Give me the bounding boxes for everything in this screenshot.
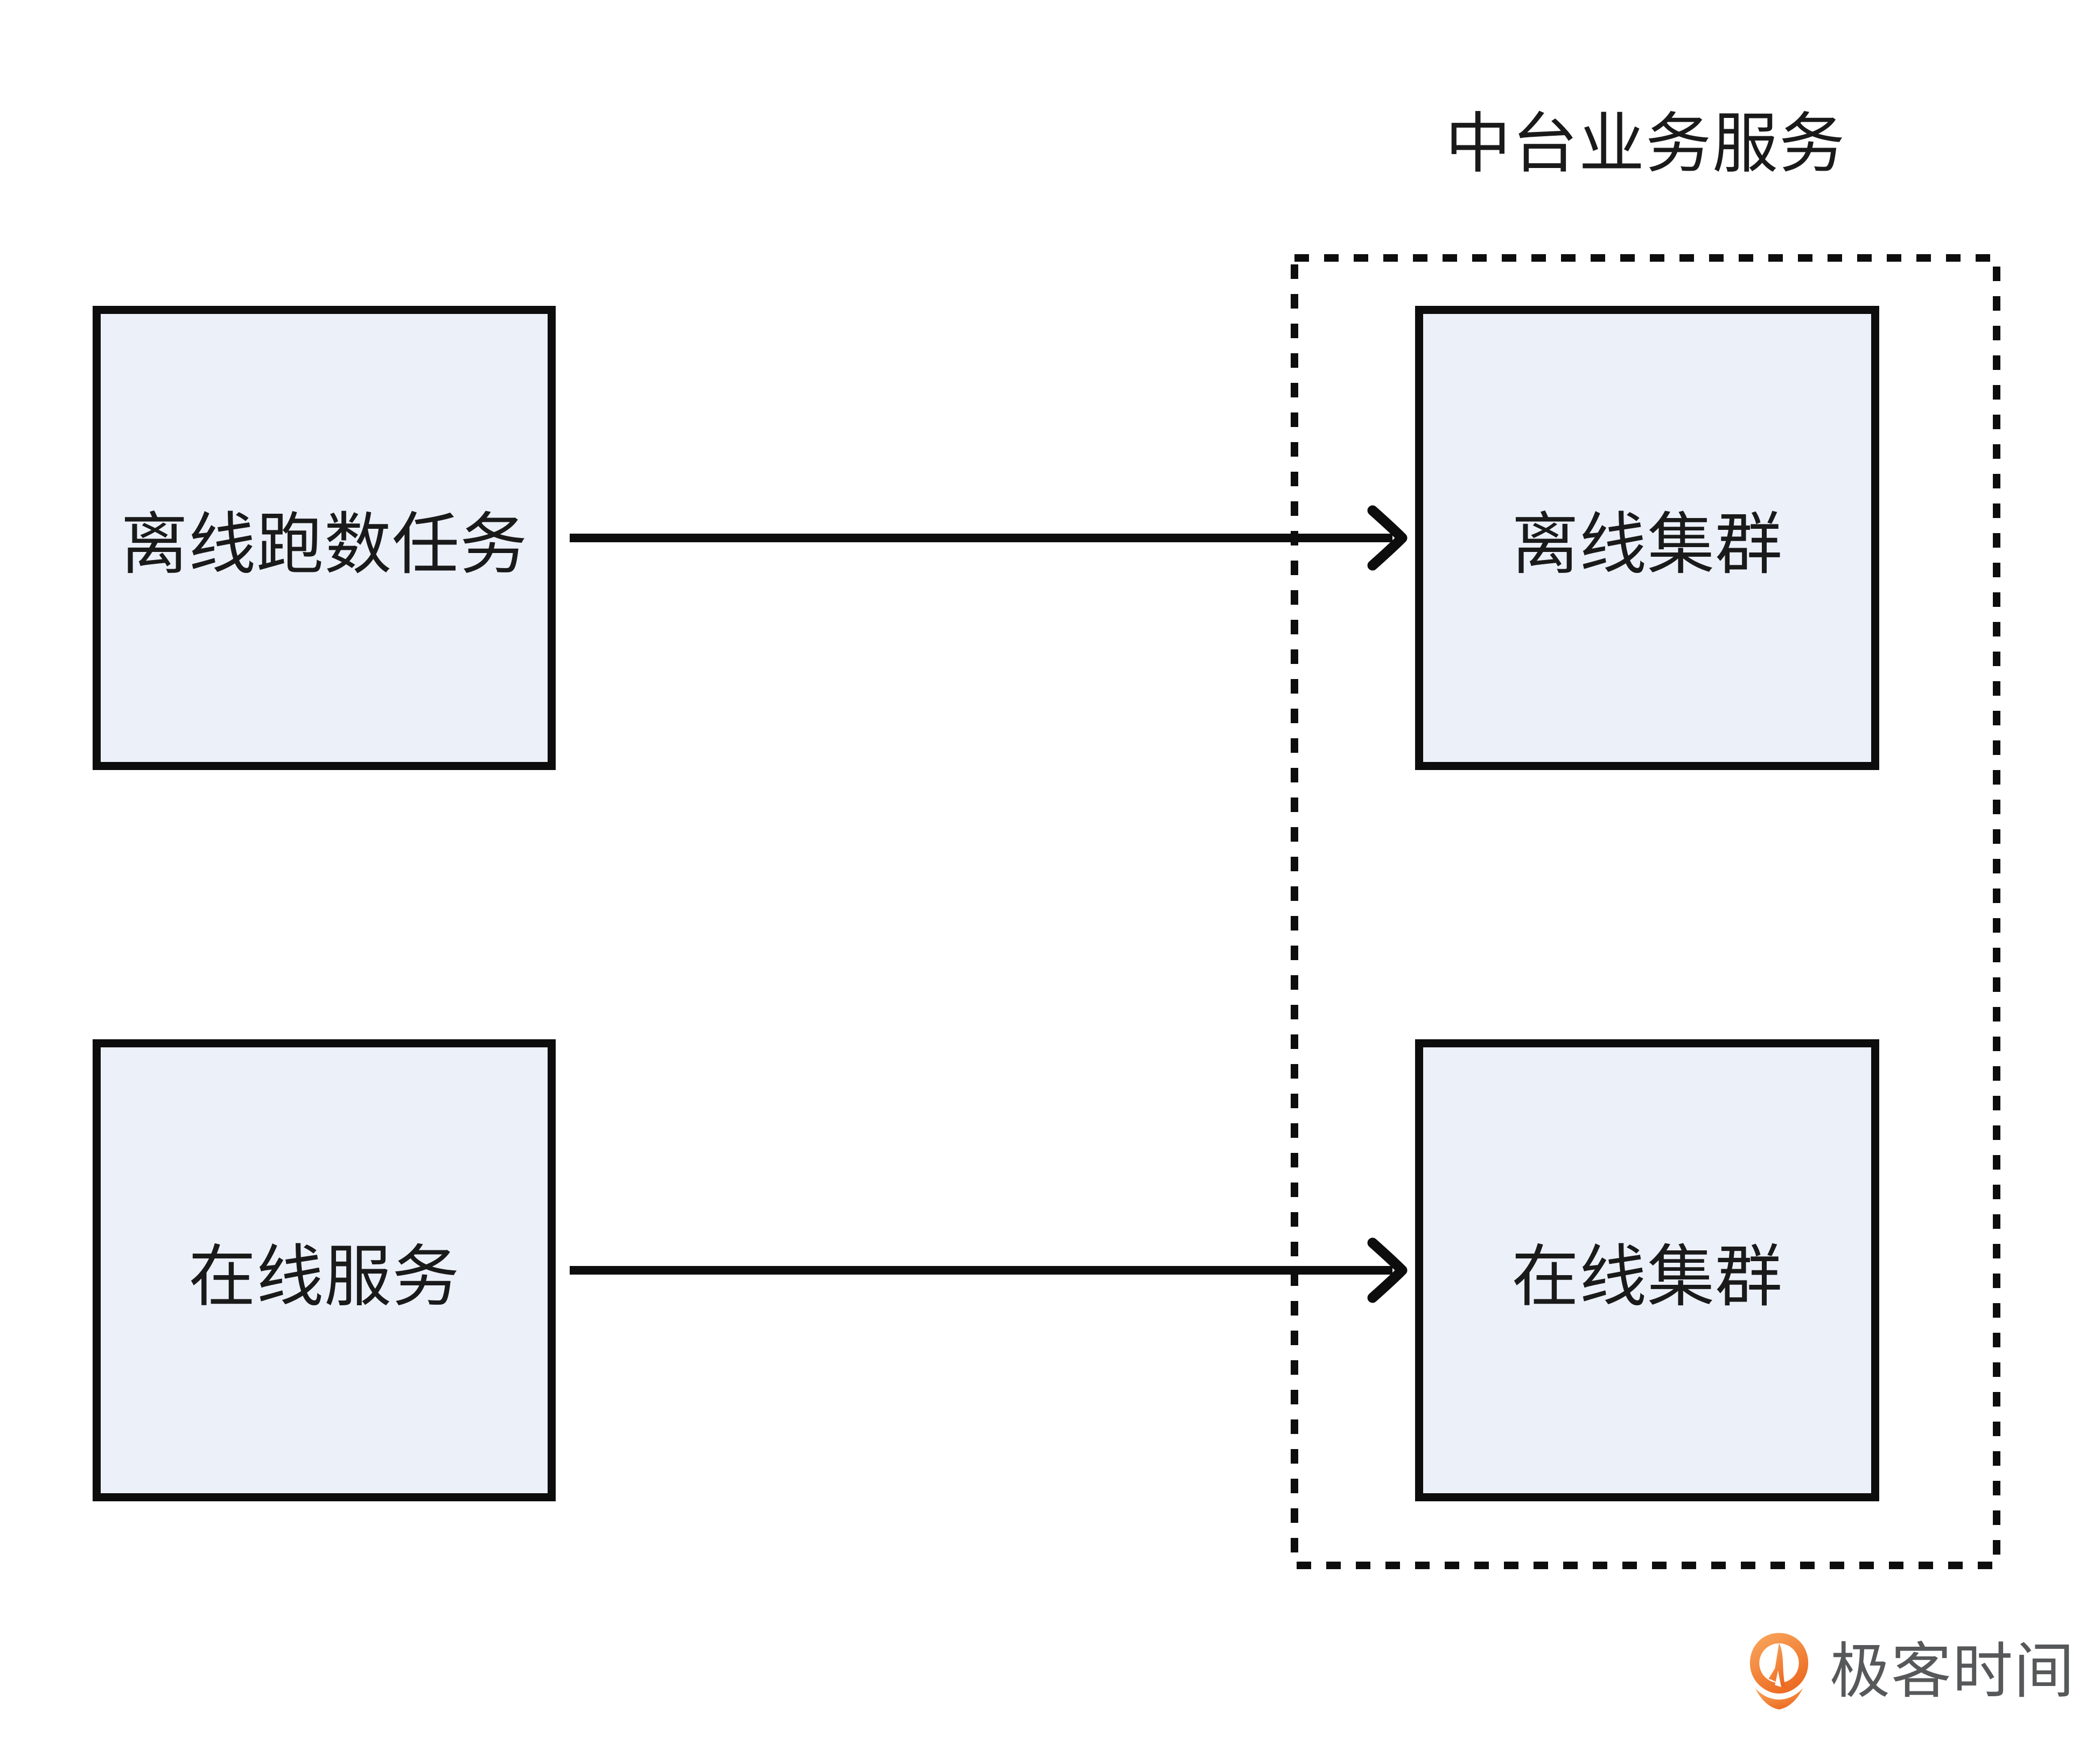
node-offline-cluster: 离线集群 <box>1415 306 1879 770</box>
arrow-online-service-to-online-cluster <box>570 1237 1408 1303</box>
node-online-cluster: 在线集群 <box>1415 1039 1879 1501</box>
node-online-service: 在线服务 <box>93 1039 556 1501</box>
geektime-pin-q-icon <box>1749 1633 1809 1710</box>
arrow-offline-task-to-offline-cluster <box>570 505 1408 571</box>
node-offline-cluster-label: 离线集群 <box>1511 507 1783 582</box>
midplatform-group-title: 中台业务服务 <box>1445 107 1846 180</box>
node-online-service-label: 在线服务 <box>188 1239 460 1314</box>
node-online-cluster-label: 在线集群 <box>1511 1239 1783 1314</box>
node-offline-task: 离线跑数任务 <box>93 306 556 770</box>
geektime-logo-text: 极客时间 <box>1830 1638 2075 1705</box>
geektime-logo: 极客时间 <box>1748 1631 2075 1712</box>
node-offline-task-label: 离线跑数任务 <box>121 507 528 582</box>
